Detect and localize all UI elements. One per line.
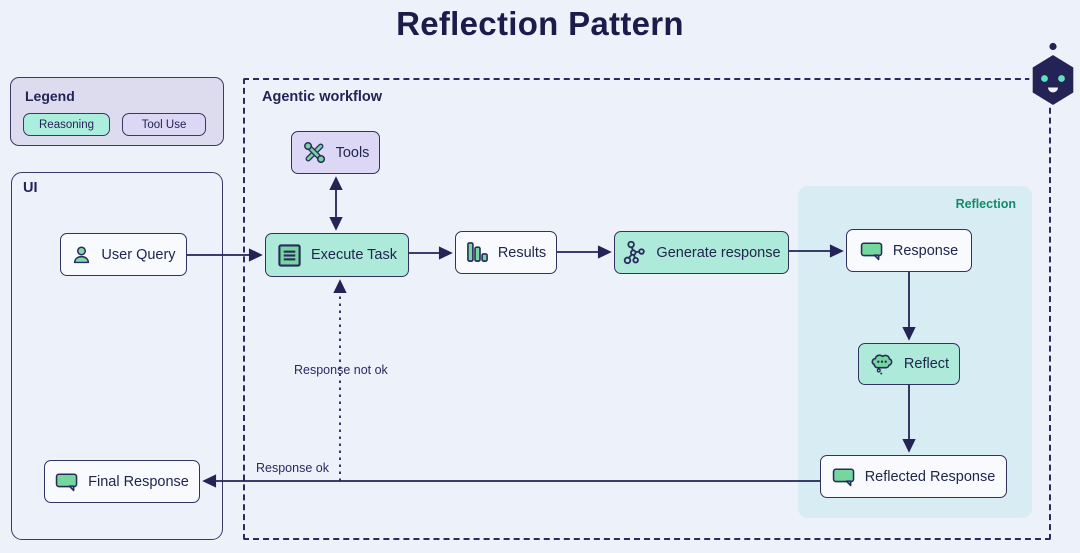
node-results-label: Results bbox=[497, 244, 547, 261]
node-reflected-response: Reflected Response bbox=[820, 455, 1007, 498]
ui-panel: UI bbox=[11, 172, 223, 540]
agentic-workflow-title: Agentic workflow bbox=[262, 89, 383, 105]
edge-label-response-ok: Response ok bbox=[256, 461, 329, 475]
node-final-response-label: Final Response bbox=[88, 473, 189, 490]
thought-bubble-icon bbox=[869, 352, 895, 376]
robot-icon bbox=[1023, 40, 1080, 121]
reflection-area-title: Reflection bbox=[955, 197, 1016, 211]
node-user-query: User Query bbox=[60, 233, 187, 276]
node-user-query-label: User Query bbox=[101, 246, 176, 263]
node-reflect: Reflect bbox=[858, 343, 960, 385]
legend-chip-tool-use-label: Tool Use bbox=[141, 118, 187, 131]
node-final-response: Final Response bbox=[44, 460, 200, 503]
node-results: Results bbox=[455, 231, 557, 274]
person-icon bbox=[71, 244, 92, 266]
edge-label-response-not-ok: Response not ok bbox=[294, 363, 388, 377]
node-response: Response bbox=[846, 229, 972, 272]
node-generate-response-label: Generate response bbox=[656, 244, 781, 261]
crossed-tools-icon bbox=[302, 140, 327, 165]
page-title: Reflection Pattern bbox=[396, 5, 684, 42]
legend-chip-tool-use: Tool Use bbox=[122, 113, 206, 136]
node-execute-task: Execute Task bbox=[265, 233, 409, 277]
chat-bubble-icon bbox=[860, 241, 884, 261]
network-nodes-icon bbox=[622, 240, 647, 265]
legend-panel: Legend Reasoning Tool Use bbox=[10, 77, 224, 146]
chat-bubble-icon bbox=[832, 467, 856, 487]
node-response-label: Response bbox=[892, 242, 959, 259]
legend-title: Legend bbox=[25, 88, 75, 104]
chat-bubble-icon bbox=[55, 472, 79, 492]
ui-panel-title: UI bbox=[23, 180, 38, 196]
agentic-workflow-panel: Agentic workflow bbox=[243, 78, 1051, 540]
node-reflect-label: Reflect bbox=[903, 356, 950, 372]
node-reflected-response-label: Reflected Response bbox=[864, 468, 996, 485]
legend-chip-reasoning-label: Reasoning bbox=[39, 118, 94, 131]
node-tools: Tools bbox=[291, 131, 380, 174]
task-list-icon bbox=[277, 243, 302, 268]
node-execute-task-label: Execute Task bbox=[311, 247, 397, 263]
node-tools-label: Tools bbox=[335, 144, 370, 161]
bar-chart-icon bbox=[466, 240, 489, 265]
legend-chip-reasoning: Reasoning bbox=[23, 113, 110, 136]
node-generate-response: Generate response bbox=[614, 231, 789, 274]
